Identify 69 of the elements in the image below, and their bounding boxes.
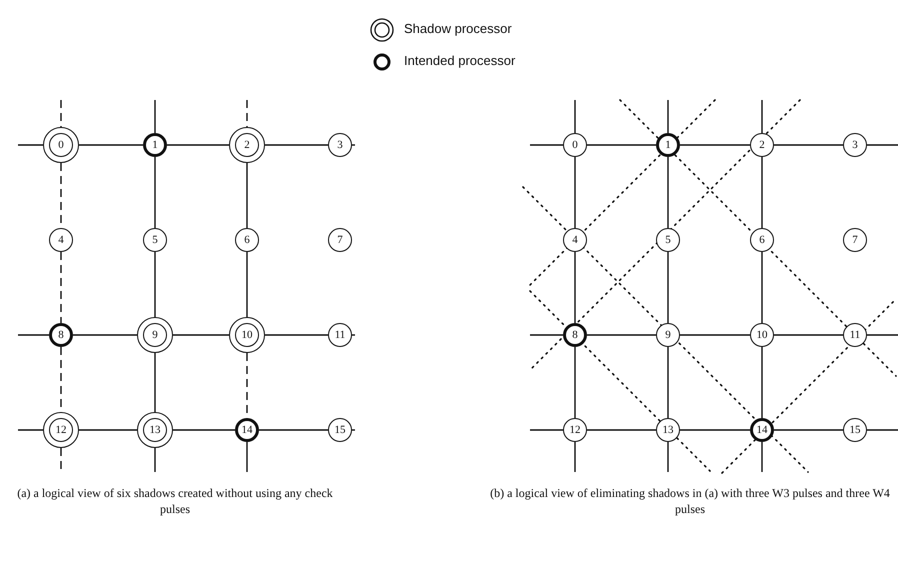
processor-circle: 5	[143, 228, 167, 252]
connecting-line	[574, 157, 576, 228]
processor-circle: 5	[656, 228, 680, 252]
shadow-processor-circle: 0	[43, 127, 79, 163]
panel-caption: (a) a logical view of six shadows created without using any check pulses	[16, 485, 334, 518]
processor-circle: 2	[750, 133, 774, 157]
connecting-line	[761, 347, 763, 418]
connecting-line	[73, 334, 137, 336]
connecting-line	[680, 334, 750, 336]
connecting-line	[246, 252, 248, 317]
connecting-line	[60, 252, 62, 323]
connecting-line	[774, 334, 843, 336]
processor-circle: 4	[49, 228, 73, 252]
legend-label: Intended processor	[404, 53, 516, 68]
processor-circle: 11	[328, 323, 352, 347]
connecting-line	[774, 144, 843, 146]
intended-processor-circle: 8	[563, 323, 587, 347]
processor-circle: 13	[656, 418, 680, 442]
connecting-line	[587, 334, 656, 336]
connecting-line	[259, 429, 328, 431]
processor-circle: 7	[843, 228, 867, 252]
connecting-line	[154, 353, 156, 412]
connecting-line	[667, 347, 669, 418]
connecting-line	[265, 334, 328, 336]
panel-caption: (b) a logical view of eliminating shadows in (a) with three W3 pulses and three W4 pulses	[490, 485, 890, 518]
shadow-processor-circle: 2	[229, 127, 265, 163]
connecting-line	[680, 429, 750, 431]
connecting-line	[154, 157, 156, 228]
shadow-processor-circle: 12	[43, 412, 79, 448]
legend-label: Shadow processor	[404, 21, 512, 36]
processor-circle: 6	[235, 228, 259, 252]
processor-circle: 3	[843, 133, 867, 157]
processor-circle: 15	[328, 418, 352, 442]
connecting-line	[79, 144, 143, 146]
processor-circle: 12	[563, 418, 587, 442]
connecting-line	[154, 252, 156, 317]
connecting-line	[173, 334, 229, 336]
intended-processor-circle: 1	[143, 133, 167, 157]
connecting-line	[667, 157, 669, 228]
connecting-line	[79, 429, 137, 431]
shadow-processor-circle: 13	[137, 412, 173, 448]
connecting-line	[587, 429, 656, 431]
processor-circle: 11	[843, 323, 867, 347]
connecting-line	[587, 144, 656, 146]
connecting-line	[574, 252, 576, 323]
processor-circle: 15	[843, 418, 867, 442]
connecting-line	[680, 144, 750, 146]
intended-processor-circle: 14	[235, 418, 259, 442]
processor-circle: 0	[563, 133, 587, 157]
shadow-processor-circle: 9	[137, 317, 173, 353]
connecting-line	[246, 163, 248, 228]
connecting-line	[173, 429, 235, 431]
shadow-processor-circle: 10	[229, 317, 265, 353]
processor-circle: 6	[750, 228, 774, 252]
connecting-line	[761, 157, 763, 228]
intended-processor-circle: 8	[49, 323, 73, 347]
connecting-line	[761, 252, 763, 323]
connecting-line	[574, 347, 576, 418]
connecting-line	[167, 144, 229, 146]
processor-circle: 9	[656, 323, 680, 347]
processor-circle: 7	[328, 228, 352, 252]
intended-processor-circle: 1	[656, 133, 680, 157]
intended-processor-circle: 14	[750, 418, 774, 442]
processor-circle: 4	[563, 228, 587, 252]
processor-circle: 3	[328, 133, 352, 157]
connecting-line	[774, 429, 843, 431]
processor-circle: 10	[750, 323, 774, 347]
connecting-line	[265, 144, 328, 146]
connecting-line	[667, 252, 669, 323]
